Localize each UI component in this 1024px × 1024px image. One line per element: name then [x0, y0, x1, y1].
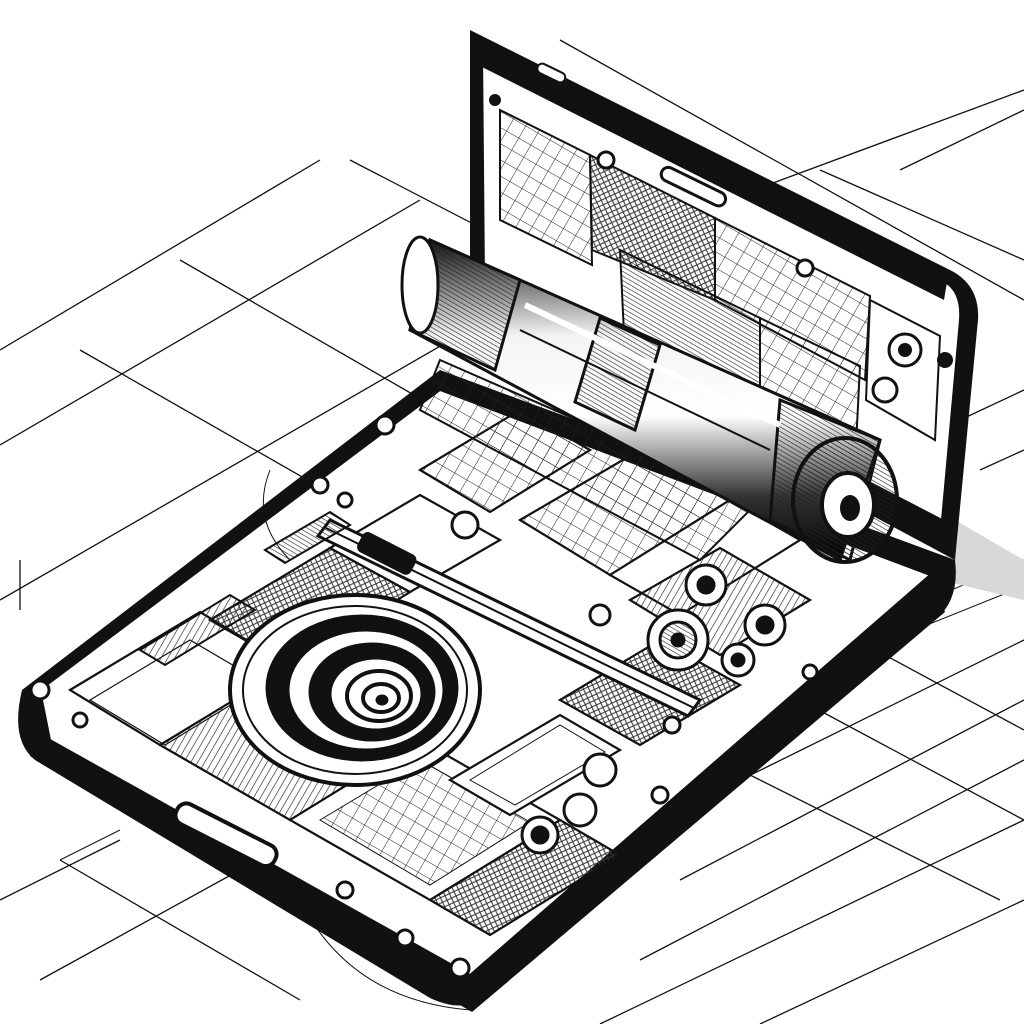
construction-lines	[59, 469, 471, 1011]
pill-button-icon	[173, 801, 279, 869]
spiral-lens-icon	[228, 593, 482, 787]
blueprint-grid-icon	[0, 39, 1024, 1024]
device-shadow	[940, 520, 1024, 600]
speaker-grille-icon	[138, 510, 352, 667]
gear-cluster-icon	[520, 563, 787, 855]
roller-drum-icon	[400, 235, 899, 564]
pill-button-icon	[659, 165, 728, 208]
